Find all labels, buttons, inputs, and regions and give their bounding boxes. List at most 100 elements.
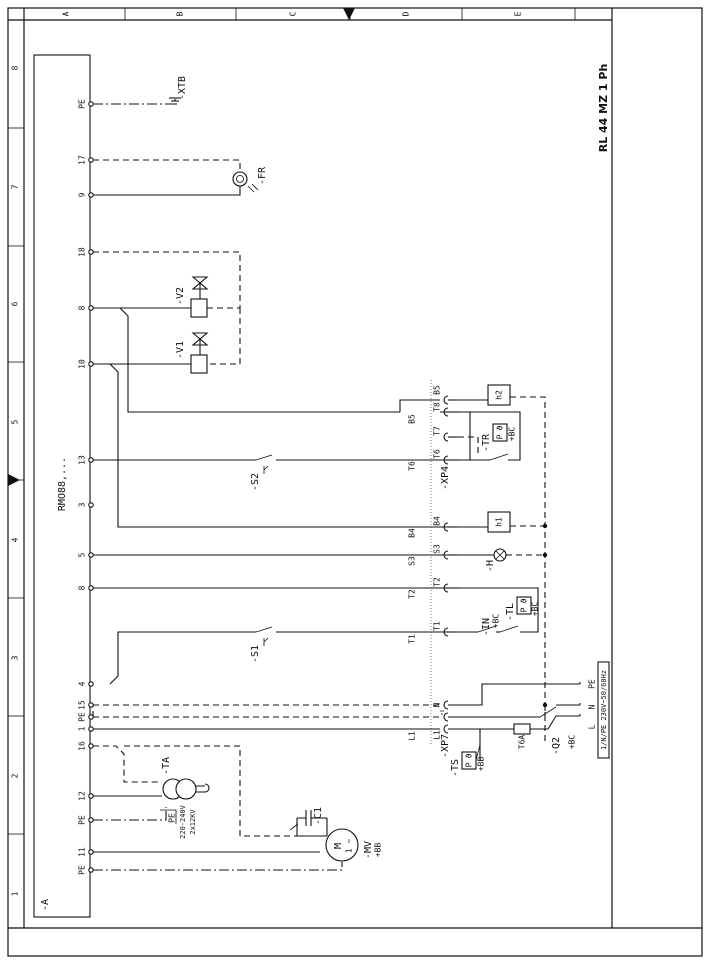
sheet-frame (7, 7, 703, 957)
v1-label: -V1 (175, 341, 186, 359)
terminal-label: 17 (78, 155, 87, 165)
xp4-pin-t7 (443, 432, 458, 442)
tl-theta: ϑ (520, 598, 529, 603)
row-label-2: 2 (11, 773, 20, 778)
terminal-label: 5 (78, 552, 87, 557)
tl-sub: +BC (531, 602, 540, 617)
terminal-label: 11 (78, 847, 87, 857)
xp4-pin-label: T7 (433, 426, 442, 436)
lamp-h: -H (458, 548, 548, 572)
xp4-pin-label: T2 (433, 577, 442, 587)
device-h2: h2 (458, 384, 546, 716)
line-l-label: L (588, 724, 597, 729)
ta-rating-1: 220-240V (179, 804, 187, 839)
c1-label: -C1 (313, 807, 324, 825)
col-label-b: B (176, 11, 185, 16)
wire-label: B5 (408, 414, 417, 424)
terminal-label: 15 (78, 700, 87, 710)
terminal-label: PE (78, 865, 87, 875)
tr-theta: ϑ (496, 425, 505, 430)
xp7-label: -XP7 (440, 734, 451, 758)
device-h1: h1 (458, 511, 548, 533)
transformer-ta: -TA PE 220-240V 2x12KV (93, 745, 210, 839)
h2-label: h2 (495, 390, 504, 400)
controller-rmo88: -A RMO88,... (33, 54, 91, 918)
terminal-label: PE (78, 815, 87, 825)
wire-label: B4 (408, 528, 417, 538)
xtb-label: -XTB (177, 76, 188, 100)
terminal-label: 12 (78, 791, 87, 801)
tr-label: -TR (481, 433, 492, 452)
controller-tag: -A (40, 899, 51, 911)
motor-letter: M (333, 843, 344, 849)
xp4-pin-label: T1 (433, 621, 442, 631)
xp4-pin-label: S3 (433, 544, 442, 554)
model-title: RL 44 MZ 1 Ph (597, 64, 610, 153)
xp4-pin-label: B4 (433, 516, 442, 526)
controller-name: RMO88,... (57, 457, 68, 511)
mv-sub: +BB (374, 843, 383, 858)
ts-sub: +BB (477, 757, 486, 772)
xp4-label: -XP4 (440, 466, 451, 490)
xp7-pin-label: N (433, 702, 442, 707)
ts-p-box: P (465, 762, 474, 767)
terminal-label: 8 (78, 585, 87, 590)
motor-phase: 1 ~ (345, 839, 354, 854)
power-feed: L1 N -XP7 L N PE 1/N/PE 230V~50/60Hz (92, 661, 610, 760)
col-label-a: A (62, 11, 71, 16)
connector-xp4: B4 S3 T2 T1 T6 T7 T8 B5 -XP4 (399, 380, 458, 745)
ta-label: -TA (161, 757, 172, 775)
s2-label: -S2 (250, 473, 261, 491)
row-label-5: 5 (11, 419, 20, 424)
fr-label: -FR (257, 166, 268, 185)
ts-label: -TS (450, 759, 461, 777)
photocell-fr: -FR (93, 159, 268, 196)
motor-mv: M 1 ~ -MV +BB (93, 745, 383, 871)
h-label: -H (485, 560, 496, 572)
fuse-t6a: T6A (518, 735, 527, 750)
valve-v2: -V2 (93, 251, 241, 318)
row-label-3: 3 (11, 655, 20, 660)
supply-rating: 1/N/PE 230V~50/60Hz (600, 670, 608, 750)
thermostat-ts: P ϑ -TS +BB (450, 744, 486, 777)
wire-label: T1 (408, 634, 417, 644)
v2-label: -V2 (175, 287, 186, 305)
terminal-label: 9 (78, 192, 87, 197)
row-label-1: 1 (11, 891, 20, 896)
branch-wires (93, 307, 440, 685)
terminal-label: PE (78, 99, 87, 109)
h1-label: h1 (495, 517, 504, 527)
col-label-d: D (402, 11, 411, 16)
wire-label: L1 (408, 731, 417, 741)
terminal-label: 13 (78, 455, 87, 465)
terminal-label: 10 (78, 359, 87, 369)
xp7-pin-label: L1 (433, 730, 442, 740)
line-n-label: N (588, 704, 597, 709)
tl-label: -TL (505, 603, 516, 621)
wire-label: T2 (408, 589, 417, 599)
in-label: -IN (481, 618, 492, 636)
col-label-e: E (514, 11, 523, 16)
limit-tl-in: P ϑ -TL +BC -IN +BC (458, 587, 540, 636)
breaker-q2: -Q2 +BC (551, 735, 577, 755)
wire-label: T6 (408, 461, 417, 471)
s1-label: -S1 (250, 645, 261, 663)
terminal-label: 4 (78, 681, 87, 686)
wire-label: S3 (408, 556, 417, 566)
in-sub: +BC (492, 614, 501, 629)
capacitor-c1: -C1 (289, 807, 328, 836)
terminal-label: PE (78, 712, 87, 722)
row-label-7: 7 (11, 184, 20, 189)
valve-v1: -V1 (93, 308, 241, 374)
terminal-label: 8 (78, 305, 87, 310)
centre-mark-left (8, 474, 20, 486)
fuse-label: T6A (518, 735, 527, 750)
terminal-label: 18 (78, 247, 87, 257)
col-label-c: C (289, 11, 298, 16)
row-label-8: 8 (11, 65, 20, 70)
earth-xtb: -XTB (93, 76, 188, 105)
xp4-pin-label: T6 (433, 449, 442, 459)
grid-labels: A B C D E 1 2 3 4 5 6 7 8 (11, 11, 523, 896)
wire-labels: L1 T1 T2 S3 B4 T6 B5 (408, 414, 417, 741)
